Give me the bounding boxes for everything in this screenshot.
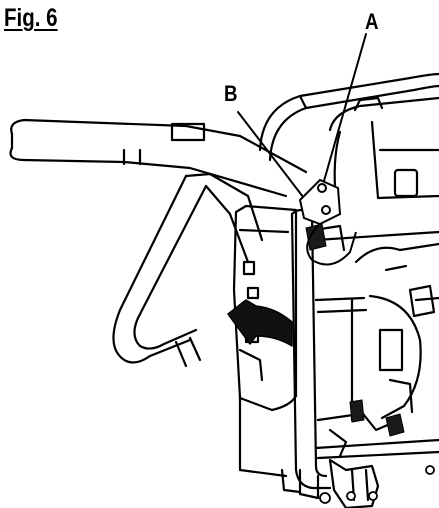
rotation-arrow-icon: [227, 299, 293, 347]
handle-folded-loop: [112, 172, 264, 368]
bolts: [319, 465, 435, 504]
frame-top-loop: [258, 72, 439, 162]
engine-internals: [350, 242, 439, 422]
front-frame-post: [238, 208, 346, 500]
callout-leaders: [237, 33, 367, 207]
hinge-shading: [305, 223, 405, 437]
handle-upper-bar: [9, 118, 308, 198]
pivot-bracket: [298, 178, 342, 226]
frame-rails: [314, 230, 439, 460]
callout-label-b: B: [224, 81, 238, 106]
cable: [306, 225, 357, 266]
figure-title: Fig. 6: [4, 4, 58, 32]
callout-label-a: A: [365, 9, 379, 34]
engine-housing: [328, 96, 439, 202]
